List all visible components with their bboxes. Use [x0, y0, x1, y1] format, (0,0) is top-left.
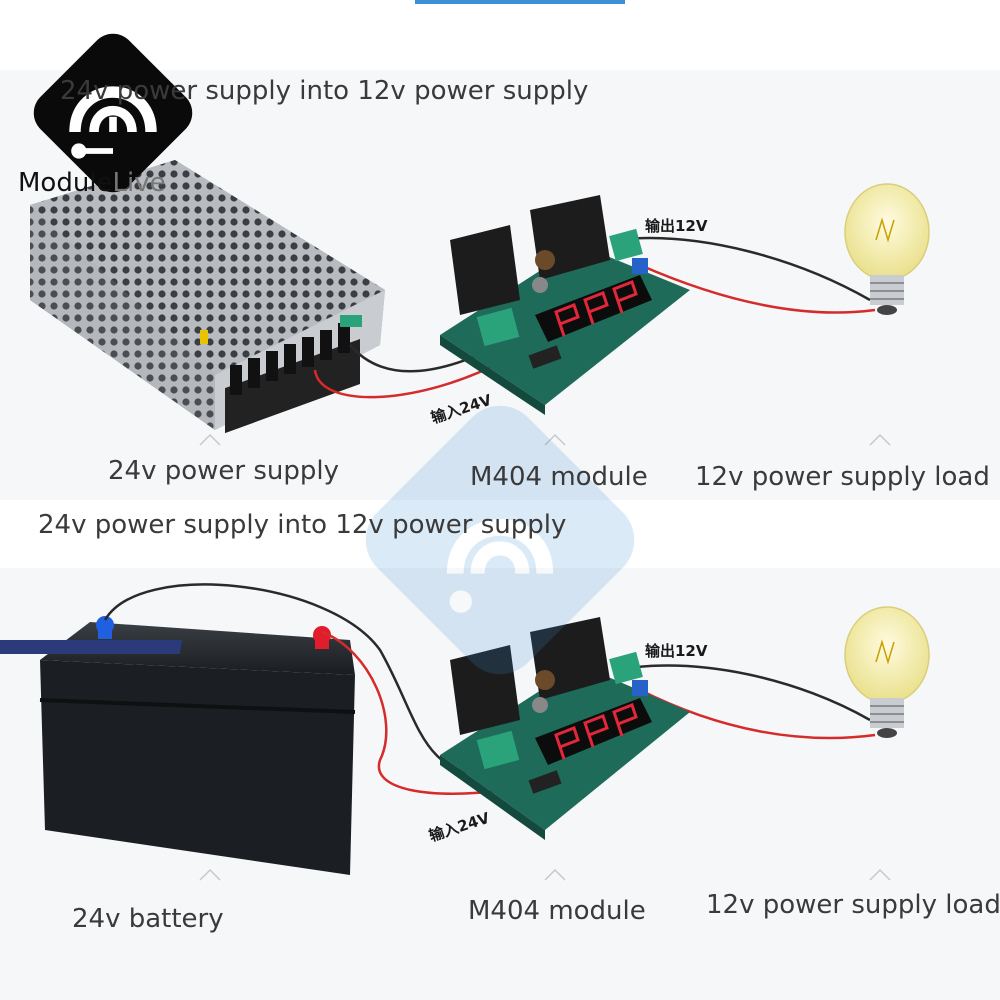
- bottom-module-label: M404 module: [468, 896, 646, 926]
- brand-name: ModuleLive: [18, 168, 166, 198]
- bottom-source-label: 24v battery: [72, 904, 224, 934]
- brand-name-tail: Live: [112, 168, 166, 198]
- top-heading: 24v power supply into 12v power supply: [60, 76, 589, 106]
- watermark-logo-icon: [365, 405, 635, 675]
- top-accent-bar: [415, 0, 625, 4]
- brand-logo-icon: [33, 33, 193, 193]
- top-module-label: M404 module: [470, 462, 648, 492]
- power-supply-unit: [30, 160, 385, 434]
- bottom-load-label: 12v power supply load: [706, 890, 1000, 920]
- m404-module-top: [440, 195, 690, 415]
- m404-module-bottom: [440, 617, 690, 840]
- top-source-label: 24v power supply: [108, 456, 340, 486]
- brand-name-main: Module: [18, 168, 113, 198]
- bottom-output-tag: 输出12V: [645, 642, 708, 660]
- top-output-tag: 输出12V: [645, 217, 708, 235]
- battery-24v: [0, 616, 356, 875]
- bulb-bottom: [844, 606, 930, 738]
- bulb-top: [844, 183, 930, 315]
- top-load-label: 12v power supply load: [695, 462, 990, 492]
- bottom-heading: 24v power supply into 12v power supply: [38, 510, 567, 540]
